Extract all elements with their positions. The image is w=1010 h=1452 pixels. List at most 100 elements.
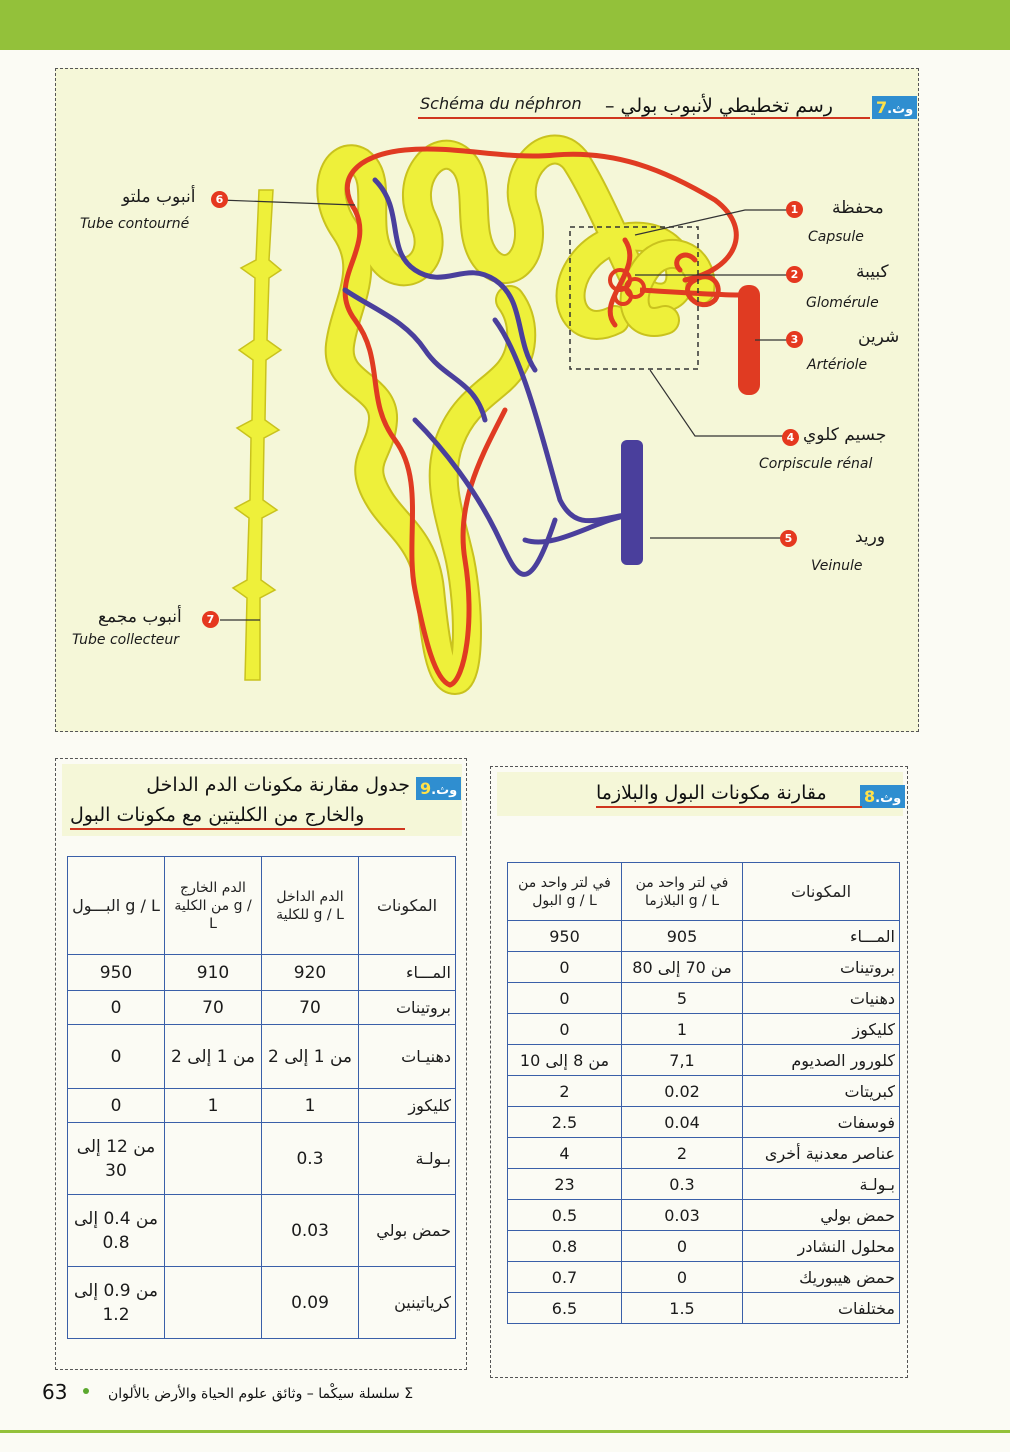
doc9-cell-component: بروتينات [358,990,456,1025]
doc8-cell-value: 7,1 [621,1044,743,1076]
doc9-cell-component: كليكوز [358,1088,456,1123]
label-num-1: 1 [786,201,803,218]
collecting-tube [231,189,283,681]
footer-dot [83,1388,89,1394]
doc8-cell-component: كليكوز [742,1013,900,1045]
doc8-cell-value: 0 [507,951,622,983]
arteriole [738,285,760,395]
label-venule-ar: وريد [855,527,886,547]
label-pointer-lines [219,199,790,621]
doc9-cell-value: 0.03 [261,1194,359,1267]
doc9-cell-value [164,1194,262,1267]
doc8-cell-value: 1.5 [621,1292,743,1324]
label-num-3: 3 [786,331,803,348]
doc8-cell-component: بروتينات [742,951,900,983]
doc9-cell-value: من 0.9 إلى 1.2 [67,1266,165,1339]
doc8-table: في لتر واحد من البول g / L في لتر واحد م… [507,862,900,1324]
doc9-col-urine: البـــول g / L [67,856,165,955]
doc9-tag: وث.9 [416,777,462,800]
label-num-7: 7 [202,611,219,628]
label-arteriole-fr: Artériole [807,357,868,373]
venule-network [342,177,633,577]
bowman-capsule [619,239,716,337]
doc8-cell-component: فوسفات [742,1106,900,1138]
doc9-cell-value: 910 [164,954,262,991]
doc8-col-component: المكونات [742,862,900,921]
label-corpuscle-fr: Corpiscule rénal [759,456,873,472]
doc7-tag: وث.7 [872,96,918,119]
label-arteriole-ar: شرين [858,327,900,347]
label-num-4: 4 [782,429,799,446]
doc8-cell-value: 0.7 [507,1261,622,1293]
doc9-cell-value: 0.09 [261,1266,359,1339]
diagram-title-ar: رسم تخطيطي لأنبوب بولي – [605,95,833,117]
doc9-cell-value: 0.3 [261,1122,359,1195]
glomerulus [608,268,646,306]
doc9-cell-value: 70 [164,990,262,1025]
doc9-cell-value: من 12 إلى 30 [67,1122,165,1195]
doc8-cell-value: 0.02 [621,1075,743,1107]
doc8-cell-value: من 8 إلى 10 [507,1044,622,1076]
doc8-header-row: في لتر واحد من البول g / L في لتر واحد م… [507,862,900,921]
doc8-cell-component: عناصر معدنية أخرى [742,1137,900,1169]
label-corpuscle-ar: جسيم كلوي [803,425,887,445]
doc9-col-blood-out: الدم الخارج من الكلية g / L [164,856,262,955]
doc8-tag: وث.8 [860,785,906,808]
diagram-title-fr: Schéma du néphron [420,94,582,113]
doc9-cell-value: من 1 إلى 2 [261,1024,359,1089]
doc8-cell-component: كبريتات [742,1075,900,1107]
renal-corpuscle-box [569,226,699,370]
doc8-cell-value: 2 [621,1137,743,1169]
doc9-cell-value: من 0.4 إلى 0.8 [67,1194,165,1267]
label-num-5: 5 [780,530,797,547]
doc8-title-underline [596,806,862,808]
doc8-cell-value: 0 [507,1013,622,1045]
doc8-cell-value: 905 [621,920,743,952]
doc8-col-urine: في لتر واحد من البول g / L [507,862,622,921]
doc8-cell-value: 0.8 [507,1230,622,1262]
doc8-cell-value: 0 [621,1261,743,1293]
doc8-cell-value: من 70 إلى 80 [621,951,743,983]
doc9-col-blood-in: الدم الداخل للكلية g / L [261,856,359,955]
doc9-cell-value: 0 [67,1024,165,1089]
doc9-cell-value [164,1266,262,1339]
doc8-title: مقارنة مكونات البول والبلازما [596,782,827,804]
doc9-cell-component: بـولـة [358,1122,456,1195]
doc9-cell-value: 1 [261,1088,359,1123]
arteriole-network [342,146,739,688]
doc8-cell-value: 1 [621,1013,743,1045]
doc8-cell-value: 0 [621,1230,743,1262]
label-glomerulus-ar: كبيبة [856,262,889,282]
doc9-cell-value: 70 [261,990,359,1025]
doc8-cell-component: دهنيات [742,982,900,1014]
label-capsule-fr: Capsule [808,229,864,245]
series-title: Σ سلسلة سيكْما – وثائق علوم الحياة والأر… [108,1386,414,1402]
doc8-cell-component: المـــاء [742,920,900,952]
doc8-cell-value: 0.03 [621,1199,743,1231]
doc9-header-row: البـــول g / L الدم الخارج من الكلية g /… [67,856,456,955]
doc8-cell-value: 4 [507,1137,622,1169]
doc9-title-bg [62,764,462,836]
doc8-cell-value: 0.3 [621,1168,743,1200]
doc9-cell-value: 950 [67,954,165,991]
label-glomerulus-fr: Glomérule [806,295,879,311]
doc9-cell-value: 1 [164,1088,262,1123]
doc8-col-plasma: في لتر واحد من البلازما g / L [621,862,743,921]
doc9-cell-component: حمض بولي [358,1194,456,1267]
doc8-cell-value: 23 [507,1168,622,1200]
